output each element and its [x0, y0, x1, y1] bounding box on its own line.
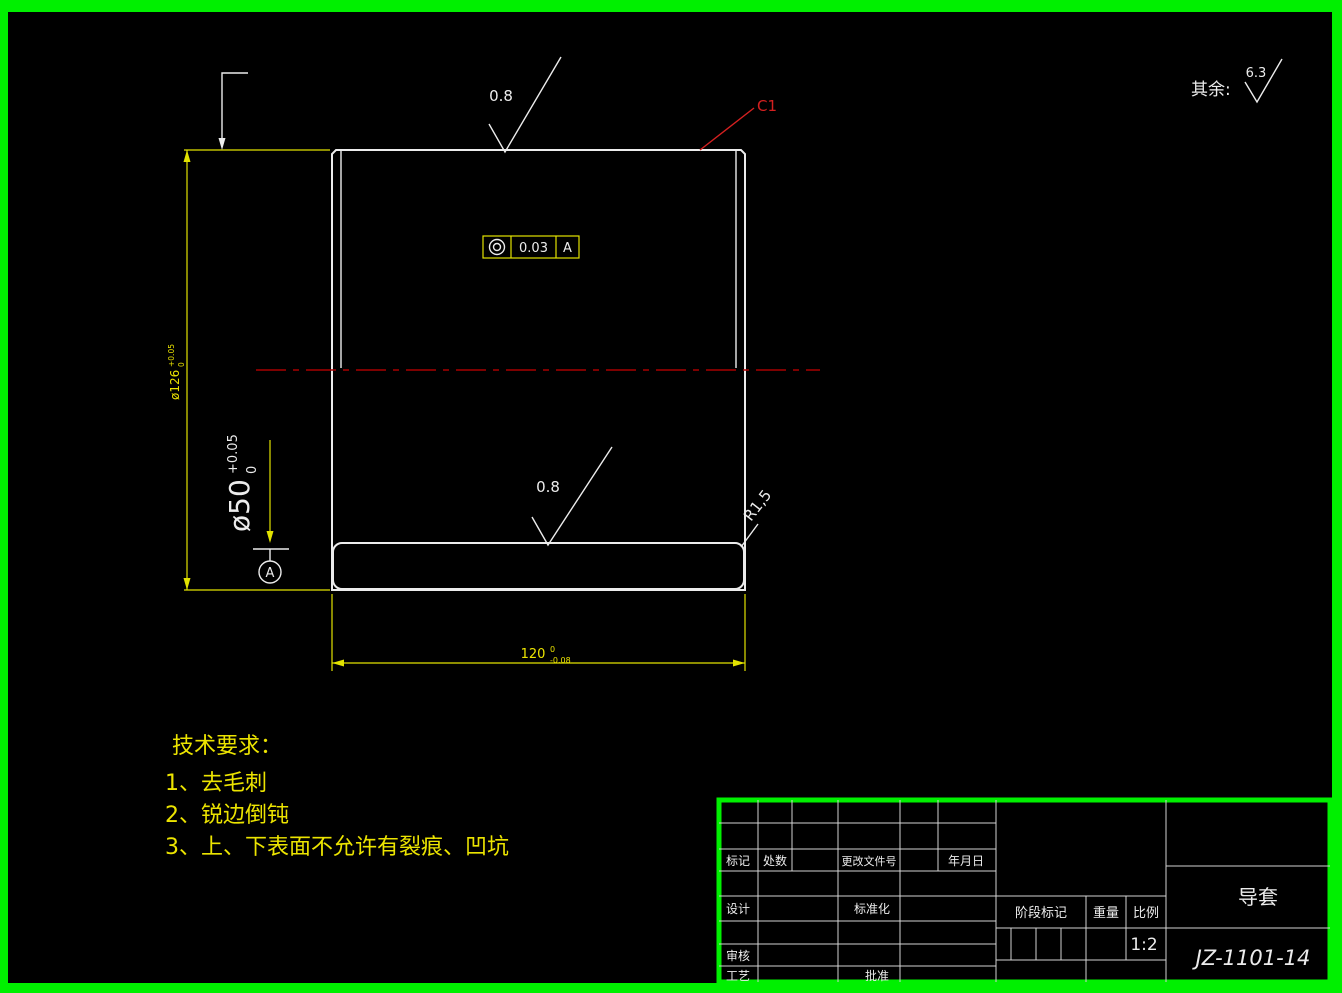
- tb-stage-mark: 阶段标记: [1015, 906, 1067, 921]
- dim-bore-value: ø50: [223, 479, 256, 532]
- roughness-mid-value: 0.8: [536, 478, 560, 496]
- datum-label: A: [266, 566, 275, 581]
- title-block-grid: [719, 800, 1330, 982]
- tech-item-3: 3、上、下表面不允许有裂痕、凹坑: [165, 835, 509, 860]
- dim-od-value: ø126: [168, 370, 182, 400]
- tb-design: 设计: [726, 902, 750, 916]
- tech-item-2: 2、锐边倒钝: [165, 803, 289, 828]
- tb-part-name: 导套: [1238, 885, 1278, 909]
- frame-right: [1332, 0, 1342, 993]
- tb-standardization: 标准化: [854, 902, 890, 916]
- concentricity-icon: [488, 238, 506, 256]
- title-block-border: [716, 797, 1333, 985]
- tb-count: 处数: [763, 853, 787, 868]
- tolerance-frame: 0.03 A: [482, 235, 580, 259]
- frame-top: [0, 0, 1342, 12]
- frame-left: [0, 0, 8, 993]
- dim-od-sup: +0.05: [167, 344, 176, 367]
- dim-bore: ø50 +0.05 0: [223, 434, 289, 550]
- tb-change-file-no: 更改文件号: [842, 854, 897, 868]
- rest-label: 其余:: [1191, 80, 1231, 100]
- dim-od-sub: 0: [177, 362, 186, 367]
- tb-drawing-no: JZ-1101-14: [1192, 946, 1311, 970]
- dim-length-sub: -0.08: [550, 656, 571, 665]
- tolerance-datum: A: [563, 241, 572, 256]
- dim-od: ø126 +0.05 0: [167, 149, 330, 591]
- dim-length-value: 120: [521, 647, 546, 662]
- chamfer-callout: C1: [699, 97, 777, 151]
- tb-mark: 标记: [726, 854, 750, 868]
- roughness-top-value: 0.8: [489, 87, 513, 105]
- roughness-mid: 0.8: [531, 446, 613, 547]
- tolerance-value: 0.03: [519, 241, 548, 256]
- rest-roughness: 其余: 6.3: [1191, 58, 1283, 104]
- roughness-top: 0.8: [488, 56, 562, 154]
- tb-weight: 重量: [1093, 905, 1119, 921]
- dim-length: 120 0 -0.08: [331, 594, 746, 671]
- tech-requirements: 技术要求： 1、去毛刺 2、锐边倒钝 3、上、下表面不允许有裂痕、凹坑: [165, 734, 509, 860]
- dim-bore-sub: 0: [245, 466, 260, 474]
- tech-item-1: 1、去毛刺: [165, 771, 267, 796]
- title-block: 标记 处数 更改文件号 年月日 设计 标准化 审核 工艺 批准 阶段标记 重量 …: [716, 797, 1333, 985]
- tb-scale-value: 1:2: [1130, 935, 1157, 955]
- tb-scale-label: 比例: [1133, 906, 1159, 921]
- tb-date: 年月日: [948, 854, 984, 868]
- section-hatch: [332, 542, 745, 590]
- tb-process: 工艺: [726, 969, 750, 983]
- tech-title: 技术要求：: [172, 734, 282, 759]
- end-face-leader: [218, 72, 248, 150]
- chamfer-label: C1: [757, 97, 777, 115]
- rest-value: 6.3: [1246, 66, 1267, 81]
- frame-bottom: [0, 983, 1342, 993]
- datum-symbol: A: [258, 549, 282, 584]
- dim-length-sup: 0: [550, 645, 555, 654]
- tb-approve: 批准: [865, 968, 889, 983]
- tb-check: 审核: [726, 948, 750, 963]
- part-outline: [331, 149, 746, 591]
- dim-bore-sup: +0.05: [226, 434, 241, 474]
